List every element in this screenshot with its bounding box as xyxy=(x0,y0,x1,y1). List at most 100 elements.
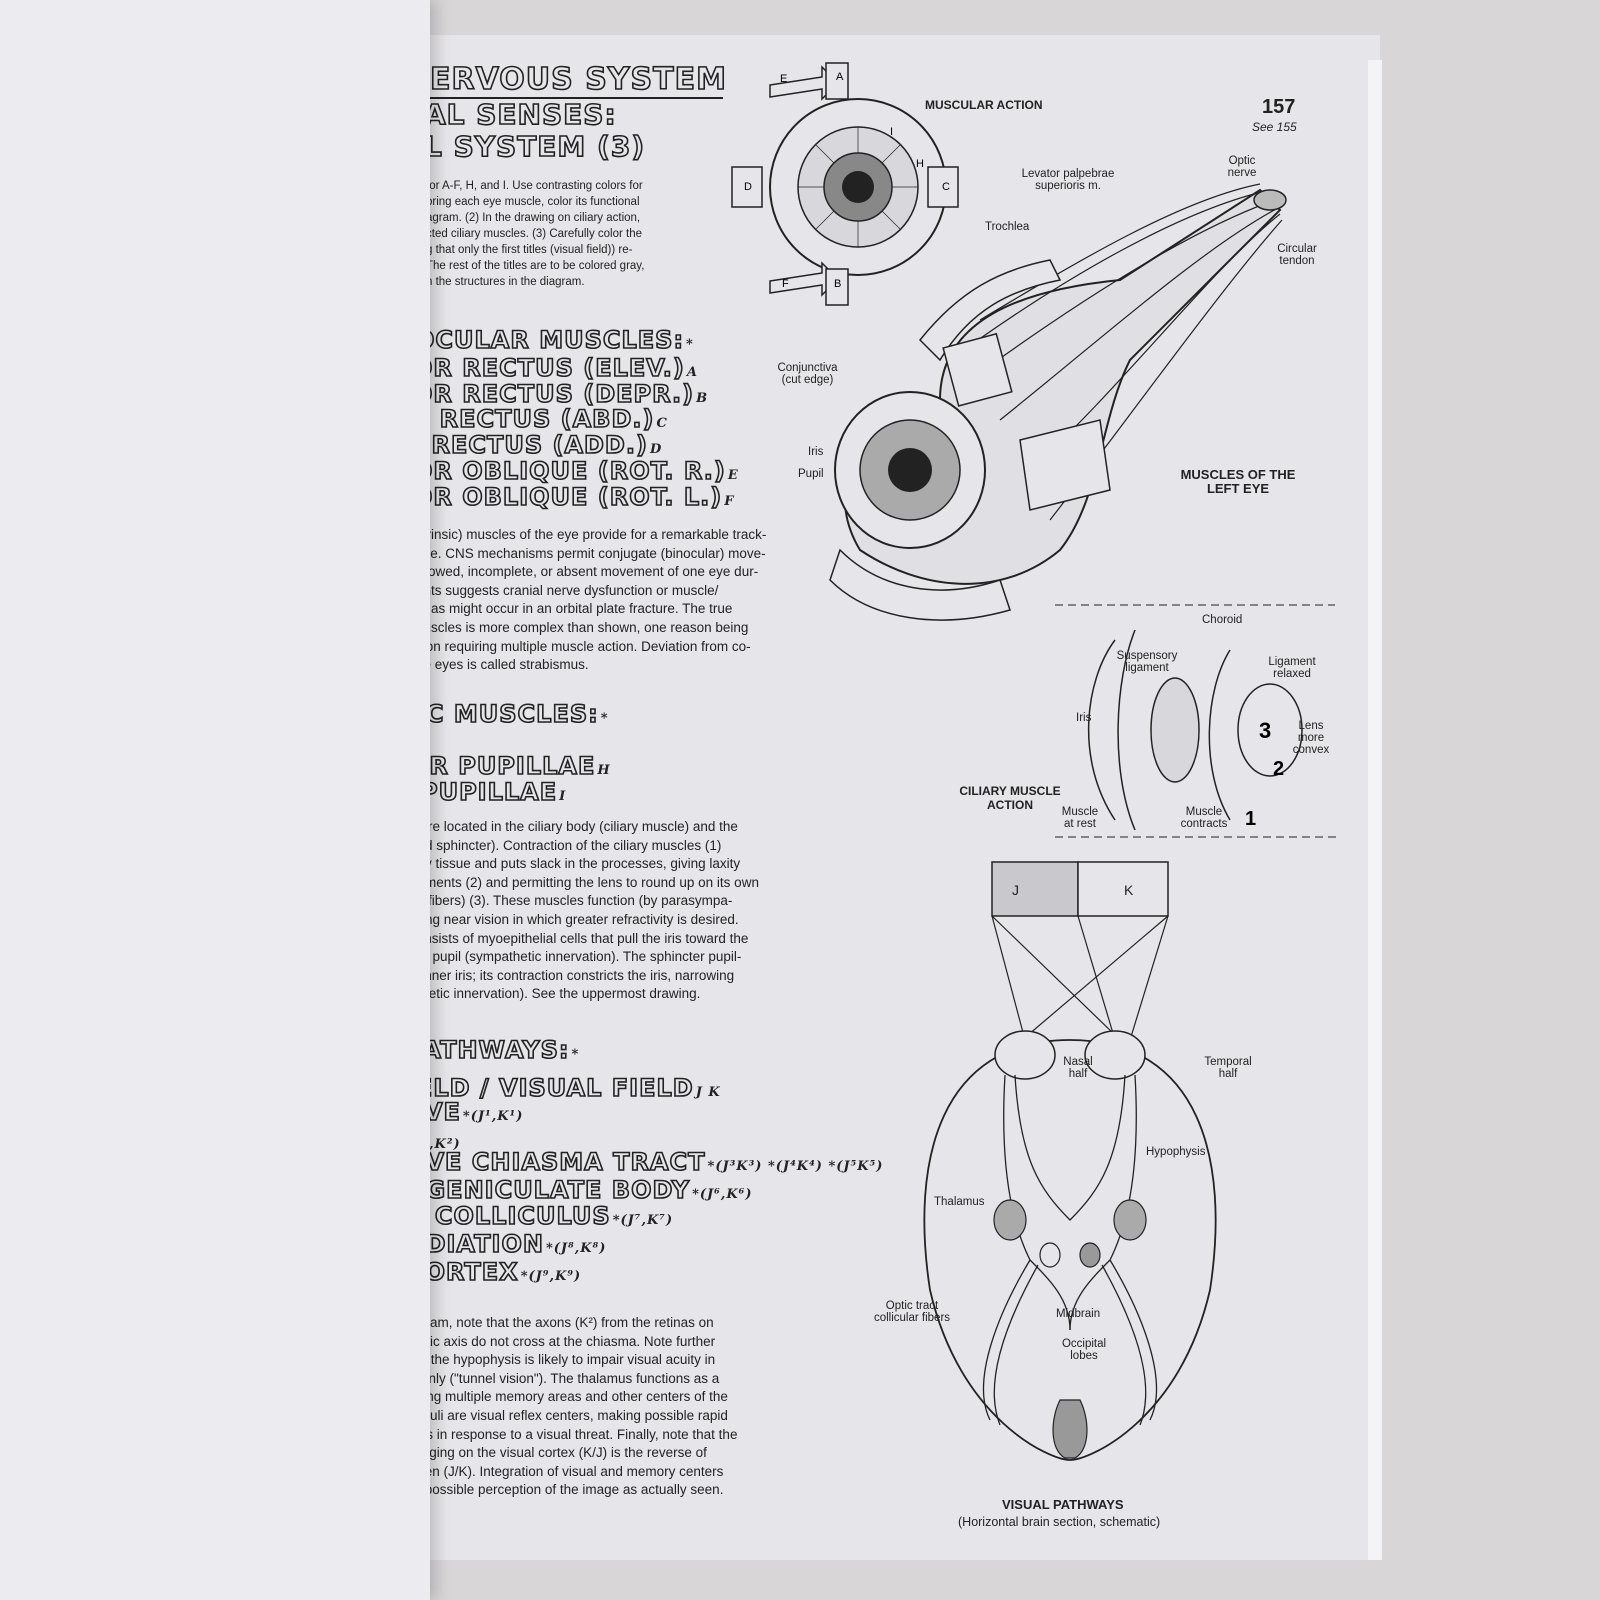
label-temporal-half-text: Temporal half xyxy=(1204,1056,1252,1080)
lateral-muscle-cut xyxy=(1019,419,1111,511)
label-thalamus: Thalamus xyxy=(934,1196,985,1208)
intrinsic-title-text: PUPILLAE xyxy=(419,777,558,807)
instruction-line: oring each eye muscle, color its functio… xyxy=(426,196,640,208)
muscle-letter: B xyxy=(696,391,709,406)
text-line: nuscles is more complex than shown, one … xyxy=(416,619,749,635)
text-line: he eyes is called strabismus. xyxy=(416,657,589,673)
iris-striations xyxy=(798,127,918,247)
text-line: xtrinsic) muscles of the eye provide for… xyxy=(416,527,767,542)
label-muscular-action: MUSCULAR ACTION xyxy=(925,98,1043,112)
paragraph-intrinsic: s are located in the ciliary body (cilia… xyxy=(410,818,759,1004)
label-temporal-half: Temporal half xyxy=(1198,1056,1258,1080)
muscle-letter: E xyxy=(727,468,739,483)
left-wall-inner xyxy=(1117,629,1136,831)
heading-subject: AL SENSES: xyxy=(423,97,617,132)
text-line: s are located in the ciliary body (cilia… xyxy=(410,819,738,834)
star-marker: * xyxy=(571,1047,580,1062)
label-visual-pathways: VISUAL PATHWAYS xyxy=(1002,1497,1124,1512)
letter-b: B xyxy=(834,278,841,290)
field-rays xyxy=(991,915,1169,1041)
label-conjunctiva-text: Conjunctiva (cut edge) xyxy=(777,362,838,386)
muscle-title-a: OR RECTUS (ELEV.)A xyxy=(411,353,698,383)
muscle-letter: F xyxy=(724,494,735,509)
label-trochlea: Trochlea xyxy=(985,221,1030,233)
muscle-strip-a xyxy=(825,62,849,100)
right-page xyxy=(395,35,1380,1560)
text-line: ns fibers) (3). These muscles function (… xyxy=(410,893,733,909)
muscle-title-b: OR RECTUS (DEPR.)B xyxy=(411,379,709,409)
muscle-letter: C xyxy=(656,416,668,431)
heading-ocular-muscles: OCULAR MUSCLES:* xyxy=(413,325,694,355)
letter-d: D xyxy=(744,181,752,193)
instruction-line: The rest of the titles are to be colored… xyxy=(426,260,645,272)
muscle-title-text: OR OBLIQUE (ROT. L.) xyxy=(411,482,723,512)
muscle-strip-d xyxy=(731,166,763,208)
label-suspensory-text: Suspensory ligament xyxy=(1116,650,1178,674)
text-line: n, as might occur in an orbital plate fr… xyxy=(416,601,733,617)
heading-ocular-text: OCULAR MUSCLES: xyxy=(413,325,685,355)
muscle-title-text: OR RECTUS (DEPR.) xyxy=(411,379,695,409)
label-midbrain: Midbrain xyxy=(1056,1308,1101,1320)
label-occipital: Occipital lobes xyxy=(1054,1338,1114,1362)
pathway-letter: *(J¹,K¹) xyxy=(462,1109,524,1124)
muscle-title-text: L RECTUS (ABD.) xyxy=(413,404,655,434)
optic-pathways xyxy=(982,1074,1158,1426)
pathway-title-text: IELD / VISUAL FIELD xyxy=(405,1073,694,1103)
label-ciliary-action: CILIARY MUSCLE ACTION xyxy=(955,784,1065,812)
left-colliculus xyxy=(1039,1242,1061,1268)
heading-section: ERVOUS SYSTEM xyxy=(429,61,727,98)
label-optic-tract: Optic tract collicular fibers xyxy=(862,1300,962,1324)
visual-cortex xyxy=(1052,1399,1088,1459)
muscle-strip-b xyxy=(825,268,849,306)
label-suspensory: Suspensory ligament xyxy=(1112,650,1182,674)
text-line: and sphincter). Contraction of the cilia… xyxy=(410,837,722,853)
cut-muscle xyxy=(942,332,1013,407)
letter-c: C xyxy=(942,181,950,193)
instruction-line: g that only the first titles (visual fie… xyxy=(426,244,633,256)
label-muscle-rest-text: Muscle at rest xyxy=(1061,806,1099,830)
left-page-blank xyxy=(0,0,430,1600)
label-field-k: K xyxy=(1124,882,1134,898)
text-line: Slowed, incomplete, or absent movement o… xyxy=(416,564,759,580)
left-geniculate xyxy=(993,1199,1027,1241)
label-ligament-relaxed: Ligament relaxed xyxy=(1262,656,1322,680)
muscle-title-text: , RECTUS (ADD.) xyxy=(411,430,648,460)
instruction-line: for A-F, H, and I. Use contrasting color… xyxy=(426,180,643,192)
muscles-left-eye-diagram xyxy=(829,183,1287,621)
heading-intrinsic-text: IC MUSCLES: xyxy=(415,699,599,729)
letter-a: A xyxy=(836,71,844,83)
muscle-title-f: OR OBLIQUE (ROT. L.)F xyxy=(411,482,735,512)
heading-system: L SYSTEM (3) xyxy=(423,129,646,164)
label-circular-tendon: Circular tendon xyxy=(1272,243,1322,267)
label-iris-ciliary: Iris xyxy=(1076,712,1092,724)
muscle-title-c: L RECTUS (ABD.)C xyxy=(413,404,668,434)
text-line: eye. CNS mechanisms permit conjugate (bi… xyxy=(416,545,766,561)
label-ciliary-action-text: CILIARY MUSCLE ACTION xyxy=(959,784,1061,812)
text-line: ody tissue and puts slack in the process… xyxy=(410,856,741,872)
text-line: uring near vision in which greater refra… xyxy=(410,911,739,927)
label-muscle-contracts: Muscle contracts xyxy=(1178,806,1230,830)
text-line: or of the hypophysis is likely to impair… xyxy=(400,1352,716,1368)
lens-convex xyxy=(1237,683,1303,777)
letter-e: E xyxy=(780,73,787,85)
label-nasal-half-text: Nasal half xyxy=(1063,1056,1093,1080)
text-line: diagram, note that the axons (K²) from t… xyxy=(400,1315,714,1330)
heading-underline xyxy=(428,97,723,99)
number-1: 1 xyxy=(1245,808,1256,830)
letter-f: F xyxy=(782,278,789,290)
muscle-title-e: OR OBLIQUE (ROT. R.)E xyxy=(411,456,739,486)
optic-nerve-end xyxy=(1253,189,1287,211)
label-iris: Iris xyxy=(808,446,824,458)
pathway-letter: *(J³K³) *(J⁴K⁴) *(J⁵K⁵) xyxy=(707,1159,884,1174)
label-muscles-left-eye: MUSCLES OF THE LEFT EYE xyxy=(1168,468,1308,496)
inferior-oblique xyxy=(829,548,1011,621)
see-reference: See 155 xyxy=(1252,120,1297,134)
page-number: 157 xyxy=(1262,96,1296,118)
instructions: for A-F, H, and I. Use contrasting color… xyxy=(426,178,644,290)
pathway-title-nerve: RVE CHIASMA TRACT*(J³K³) *(J⁴K⁴) *(J⁵K⁵) xyxy=(405,1147,884,1177)
muscle-strip-c xyxy=(927,166,959,208)
letter-i: I xyxy=(890,126,893,138)
text-line: ents suggests cranial nerve dysfunction … xyxy=(416,582,719,598)
